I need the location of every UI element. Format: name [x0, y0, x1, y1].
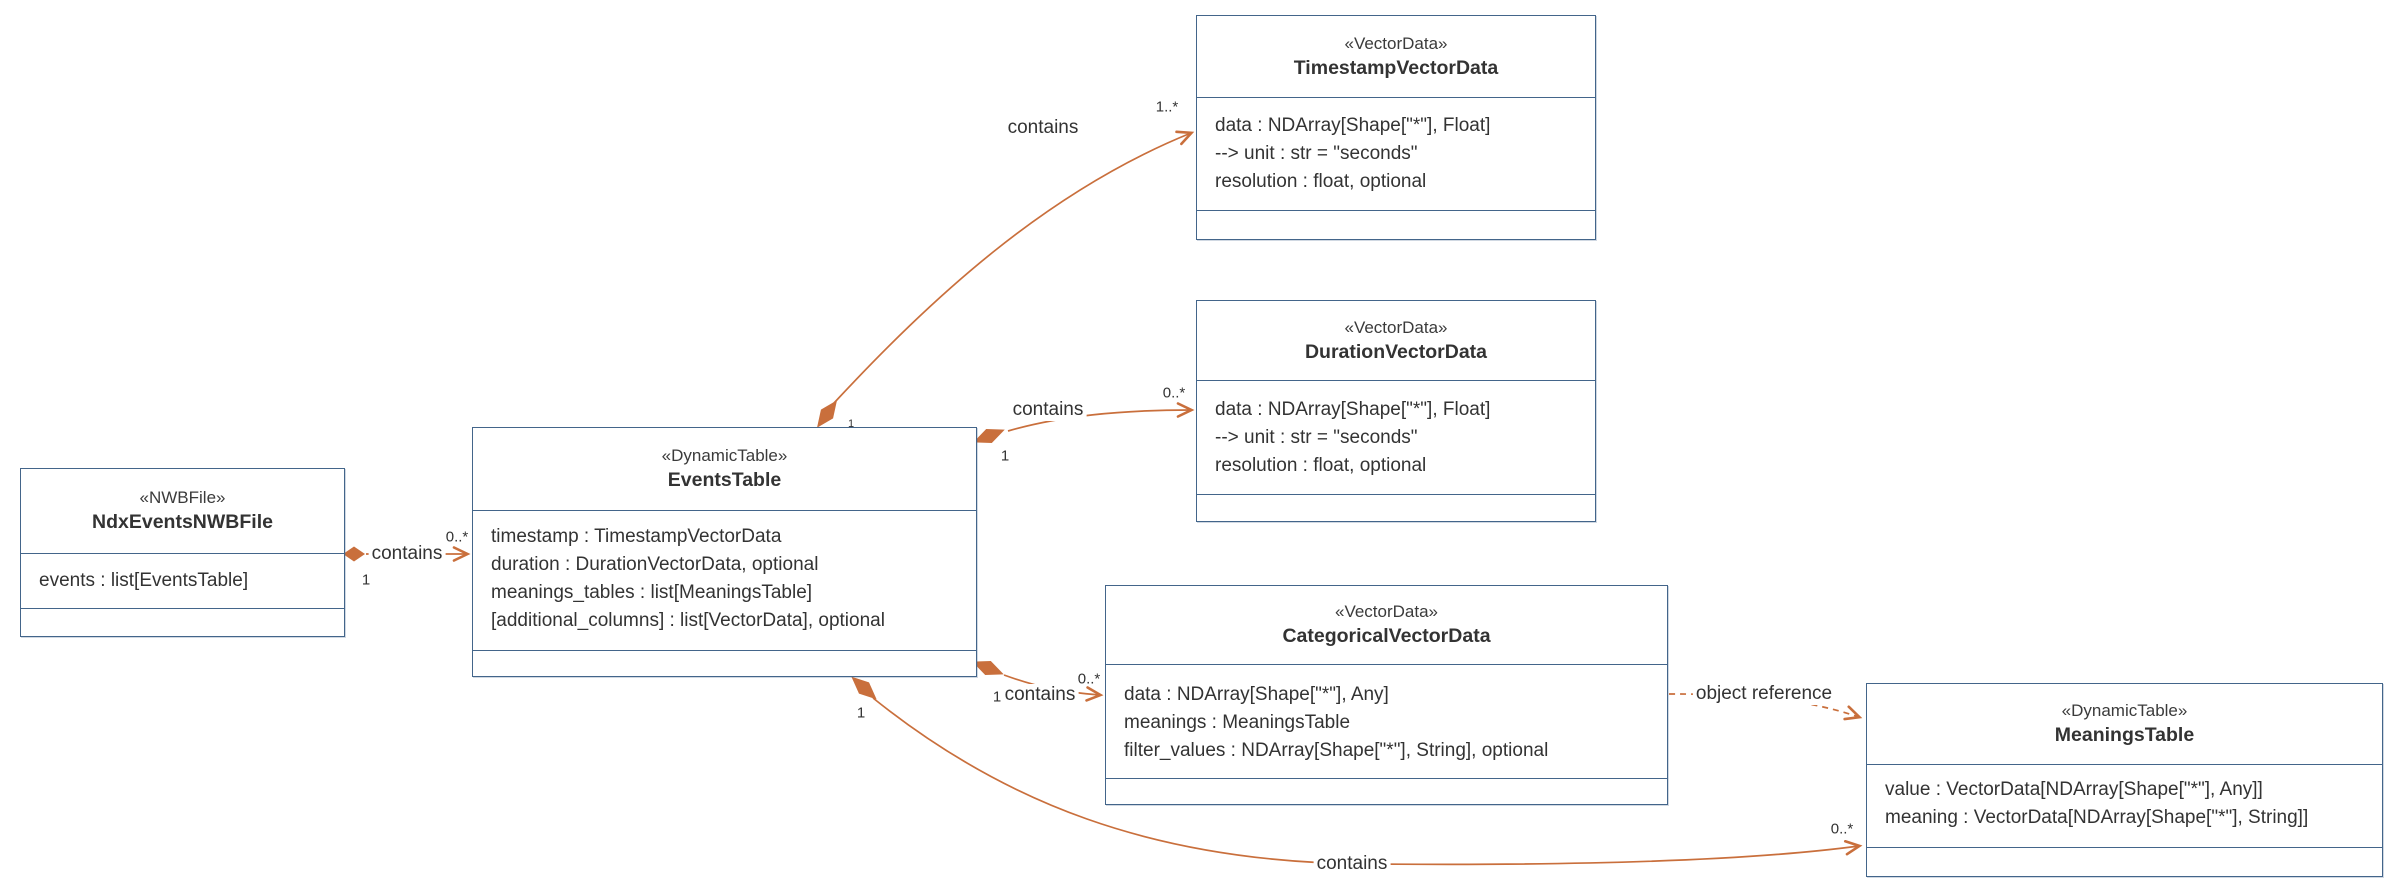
- class-methods-empty: [21, 609, 344, 636]
- class-name: DurationVectorData: [1304, 340, 1488, 363]
- attribute-line: resolution : float, optional: [1215, 455, 1427, 476]
- class-stereotype: «VectorData»: [1334, 602, 1438, 621]
- class-stereotype: «DynamicTable»: [2061, 701, 2188, 720]
- class-name: CategoricalVectorData: [1282, 625, 1491, 647]
- relation-label-contains: contains: [1001, 684, 1079, 706]
- relation-label-contains: contains: [368, 543, 446, 565]
- multiplicity-source: 1: [361, 571, 371, 589]
- class-name: MeaningsTable: [2054, 724, 2195, 746]
- class-methods-empty: [1106, 779, 1667, 804]
- relation-label-contains: contains: [1004, 117, 1082, 139]
- multiplicity-target: 1..*: [1155, 98, 1179, 116]
- class-stereotype: «VectorData»: [1344, 317, 1448, 337]
- attribute-line: data : NDArray[Shape["*"], Float]: [1215, 115, 1491, 136]
- multiplicity-target: 0..*: [1077, 670, 1101, 688]
- class-ndx-events-nwb-file: «NWBFile» NdxEventsNWBFile events : list…: [20, 468, 345, 637]
- attribute-line: --> unit : str = "seconds": [1215, 427, 1418, 448]
- relation-label-contains: contains: [1313, 853, 1391, 875]
- class-duration-vector-data: «VectorData» DurationVectorData data : N…: [1196, 300, 1596, 522]
- class-attributes: data : NDArray[Shape["*"], Float] --> un…: [1197, 381, 1595, 495]
- class-attributes: timestamp : TimestampVectorData duration…: [473, 511, 976, 651]
- attribute-line: meanings_tables : list[MeaningsTable]: [491, 582, 813, 603]
- class-methods-empty: [1867, 848, 2382, 876]
- class-meanings-table: «DynamicTable» MeaningsTable value : Vec…: [1866, 683, 2383, 877]
- class-methods-empty: [1197, 495, 1595, 521]
- attribute-line: meaning : VectorData[NDArray[Shape["*"],…: [1885, 807, 2309, 828]
- class-name: TimestampVectorData: [1293, 56, 1499, 79]
- composition-diamond: [343, 546, 365, 562]
- attribute-line: resolution : float, optional: [1215, 171, 1427, 192]
- class-header: «DynamicTable» MeaningsTable: [1867, 684, 2382, 765]
- attribute-line: timestamp : TimestampVectorData: [491, 526, 782, 547]
- attribute-line: --> unit : str = "seconds": [1215, 143, 1418, 164]
- multiplicity-target: 0..*: [1162, 384, 1186, 402]
- attribute-line: duration : DurationVectorData, optional: [491, 554, 819, 575]
- multiplicity-source: 1: [847, 418, 855, 430]
- multiplicity-source: 1: [856, 704, 866, 722]
- class-header: «NWBFile» NdxEventsNWBFile: [21, 469, 344, 554]
- class-name: NdxEventsNWBFile: [92, 511, 273, 533]
- relation-label-contains: contains: [1009, 399, 1087, 421]
- class-categorical-vector-data: «VectorData» CategoricalVectorData data …: [1105, 585, 1668, 805]
- class-header: «VectorData» TimestampVectorData: [1197, 16, 1595, 98]
- class-header: «DynamicTable» EventsTable: [473, 428, 976, 511]
- relation-label-object-reference: object reference: [1692, 683, 1836, 705]
- multiplicity-target: 0..*: [1830, 820, 1854, 838]
- class-attributes: data : NDArray[Shape["*"], Float] --> un…: [1197, 98, 1595, 211]
- multiplicity-target: 0..*: [445, 528, 469, 546]
- attribute-line: meanings : MeaningsTable: [1124, 712, 1351, 733]
- multiplicity-source: 1: [1000, 447, 1010, 465]
- attribute-line: [additional_columns] : list[VectorData],…: [491, 610, 885, 631]
- class-name: EventsTable: [667, 469, 782, 491]
- class-header: «VectorData» DurationVectorData: [1197, 301, 1595, 381]
- attribute-line: filter_values : NDArray[Shape["*"], Stri…: [1124, 740, 1549, 761]
- class-methods-empty: [473, 651, 976, 676]
- class-attributes: data : NDArray[Shape["*"], Any] meanings…: [1106, 665, 1667, 779]
- class-stereotype: «DynamicTable»: [661, 446, 788, 465]
- attribute-line: data : NDArray[Shape["*"], Any]: [1124, 684, 1389, 705]
- multiplicity-source: 1: [992, 688, 1002, 706]
- class-attributes: value : VectorData[NDArray[Shape["*"], A…: [1867, 765, 2382, 848]
- class-attributes: events : list[EventsTable]: [21, 554, 344, 609]
- class-methods-empty: [1197, 211, 1595, 239]
- class-header: «VectorData» CategoricalVectorData: [1106, 586, 1667, 665]
- class-stereotype: «NWBFile»: [139, 488, 226, 507]
- class-timestamp-vector-data: «VectorData» TimestampVectorData data : …: [1196, 15, 1596, 240]
- class-events-table: «DynamicTable» EventsTable timestamp : T…: [472, 427, 977, 677]
- class-stereotype: «VectorData»: [1344, 33, 1448, 53]
- attribute-line: data : NDArray[Shape["*"], Float]: [1215, 399, 1491, 420]
- relation-events-contains-timestamp-line: [833, 130, 1195, 404]
- attribute-line: events : list[EventsTable]: [39, 570, 249, 591]
- attribute-line: value : VectorData[NDArray[Shape["*"], A…: [1885, 779, 2263, 800]
